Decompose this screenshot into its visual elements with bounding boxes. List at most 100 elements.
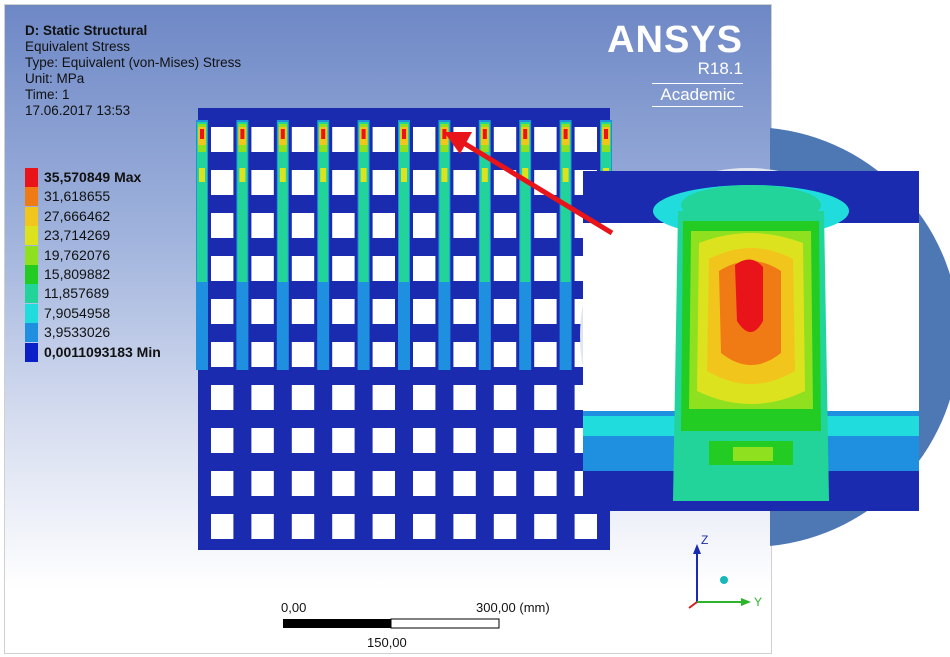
mesh-cell bbox=[574, 514, 597, 539]
mesh-cell bbox=[534, 213, 557, 238]
mesh-cell bbox=[493, 299, 517, 324]
mesh-cell bbox=[413, 514, 436, 539]
mesh-cell bbox=[493, 428, 517, 453]
mesh-cell bbox=[372, 514, 395, 539]
mesh-cell bbox=[534, 170, 557, 195]
triad-z-label: Z bbox=[701, 533, 708, 547]
y-axis-head bbox=[741, 598, 751, 606]
mesh-cell bbox=[372, 170, 395, 195]
column-hotspot bbox=[199, 168, 205, 182]
mesh-cell bbox=[574, 127, 597, 152]
mesh-cell bbox=[251, 514, 274, 539]
zoomed-detail-view bbox=[580, 168, 919, 511]
legend-label: 35,570849 Max bbox=[44, 169, 142, 185]
scale-segment-white bbox=[390, 618, 500, 629]
mesh-cell bbox=[211, 213, 234, 238]
logo-version: R18.1 bbox=[697, 59, 743, 78]
model-mesh[interactable] bbox=[196, 108, 618, 553]
mesh-cell bbox=[413, 385, 436, 410]
result-info-block: D: Static Structural Equivalent Stress T… bbox=[25, 23, 241, 119]
scale-label-right: 300,00 (mm) bbox=[476, 600, 550, 615]
mesh-cell bbox=[372, 127, 395, 152]
legend-swatch bbox=[25, 168, 38, 187]
mesh-cell bbox=[291, 385, 315, 410]
mesh-cell bbox=[453, 213, 476, 238]
mesh-cell bbox=[534, 299, 557, 324]
legend-label: 31,618655 bbox=[44, 188, 111, 205]
column-stress-band bbox=[318, 122, 329, 282]
mesh-cell bbox=[413, 342, 436, 367]
legend-swatch bbox=[25, 284, 38, 304]
mesh-cell bbox=[493, 256, 517, 281]
mesh-cell bbox=[291, 342, 315, 367]
mesh-cell bbox=[413, 127, 436, 152]
column-hotspot bbox=[361, 129, 366, 139]
column-hotspot bbox=[604, 129, 608, 139]
mesh-cell bbox=[332, 385, 355, 410]
column-stress-band bbox=[237, 122, 248, 282]
mesh-cell bbox=[493, 127, 517, 152]
mesh-cell bbox=[534, 514, 557, 539]
column-hotspot bbox=[442, 129, 447, 139]
mesh-cell bbox=[251, 127, 274, 152]
column-hotspot bbox=[320, 168, 327, 182]
mesh-cell bbox=[251, 256, 274, 281]
mesh-cell bbox=[332, 213, 355, 238]
column-stress-band bbox=[399, 122, 409, 282]
legend-swatch bbox=[25, 265, 38, 284]
column-stress-band bbox=[358, 122, 369, 282]
column-stress-band bbox=[277, 122, 288, 282]
legend-label: 0,0011093183 Min bbox=[44, 343, 161, 360]
mesh-cell bbox=[251, 428, 274, 453]
mesh-cell bbox=[291, 514, 315, 539]
logo-name: ANSYS bbox=[607, 19, 743, 61]
mesh-cell bbox=[413, 471, 436, 496]
mesh-cell bbox=[332, 514, 355, 539]
mesh-cell bbox=[372, 256, 395, 281]
mesh-cell bbox=[413, 428, 436, 453]
mesh-cell bbox=[211, 170, 234, 195]
mesh-cell bbox=[453, 299, 476, 324]
mesh-cell bbox=[493, 213, 517, 238]
mesh-cell bbox=[372, 471, 395, 496]
column-hotspot bbox=[280, 129, 285, 139]
mesh-cell bbox=[332, 127, 355, 152]
result-time: Time: 1 bbox=[25, 87, 70, 102]
mesh-cell bbox=[453, 428, 476, 453]
logo-edition: Academic bbox=[652, 83, 743, 107]
result-timestamp: 17.06.2017 13:53 bbox=[25, 103, 131, 118]
column-hotspot bbox=[482, 129, 487, 139]
scale-label-left: 0,00 bbox=[281, 600, 306, 615]
mesh-cell bbox=[291, 428, 315, 453]
mesh-cell bbox=[291, 127, 315, 152]
mesh-cell bbox=[251, 471, 274, 496]
mesh-cell bbox=[251, 170, 274, 195]
mesh-cell bbox=[453, 471, 476, 496]
mesh-cell bbox=[413, 299, 436, 324]
ansys-logo: ANSYS R18.1 Academic bbox=[607, 21, 743, 107]
mesh-cell bbox=[332, 170, 355, 195]
column-hotspot bbox=[240, 129, 245, 139]
mesh-cell bbox=[413, 213, 436, 238]
legend-label: 27,666462 bbox=[44, 207, 111, 224]
mesh-cell bbox=[413, 256, 436, 281]
mesh-cell bbox=[251, 213, 274, 238]
result-unit: Unit: MPa bbox=[25, 71, 85, 86]
analysis-title: D: Static Structural bbox=[25, 23, 148, 38]
mesh-cell bbox=[211, 385, 234, 410]
column-stress-band bbox=[439, 122, 450, 282]
column-hotspot bbox=[563, 129, 568, 139]
mesh-cell bbox=[372, 385, 395, 410]
mesh-cell bbox=[372, 213, 395, 238]
mesh-cell bbox=[332, 428, 355, 453]
column-hotspot bbox=[481, 168, 488, 182]
mesh-cell bbox=[372, 342, 395, 367]
coordinate-triad[interactable]: Z Y bbox=[681, 530, 762, 620]
column-hotspot bbox=[562, 168, 569, 182]
mesh-cell bbox=[332, 299, 355, 324]
legend-swatch bbox=[25, 187, 38, 207]
column-hotspot bbox=[441, 168, 448, 182]
legend-swatch bbox=[25, 206, 38, 226]
mesh-cell bbox=[211, 514, 234, 539]
mesh-cell bbox=[291, 213, 315, 238]
